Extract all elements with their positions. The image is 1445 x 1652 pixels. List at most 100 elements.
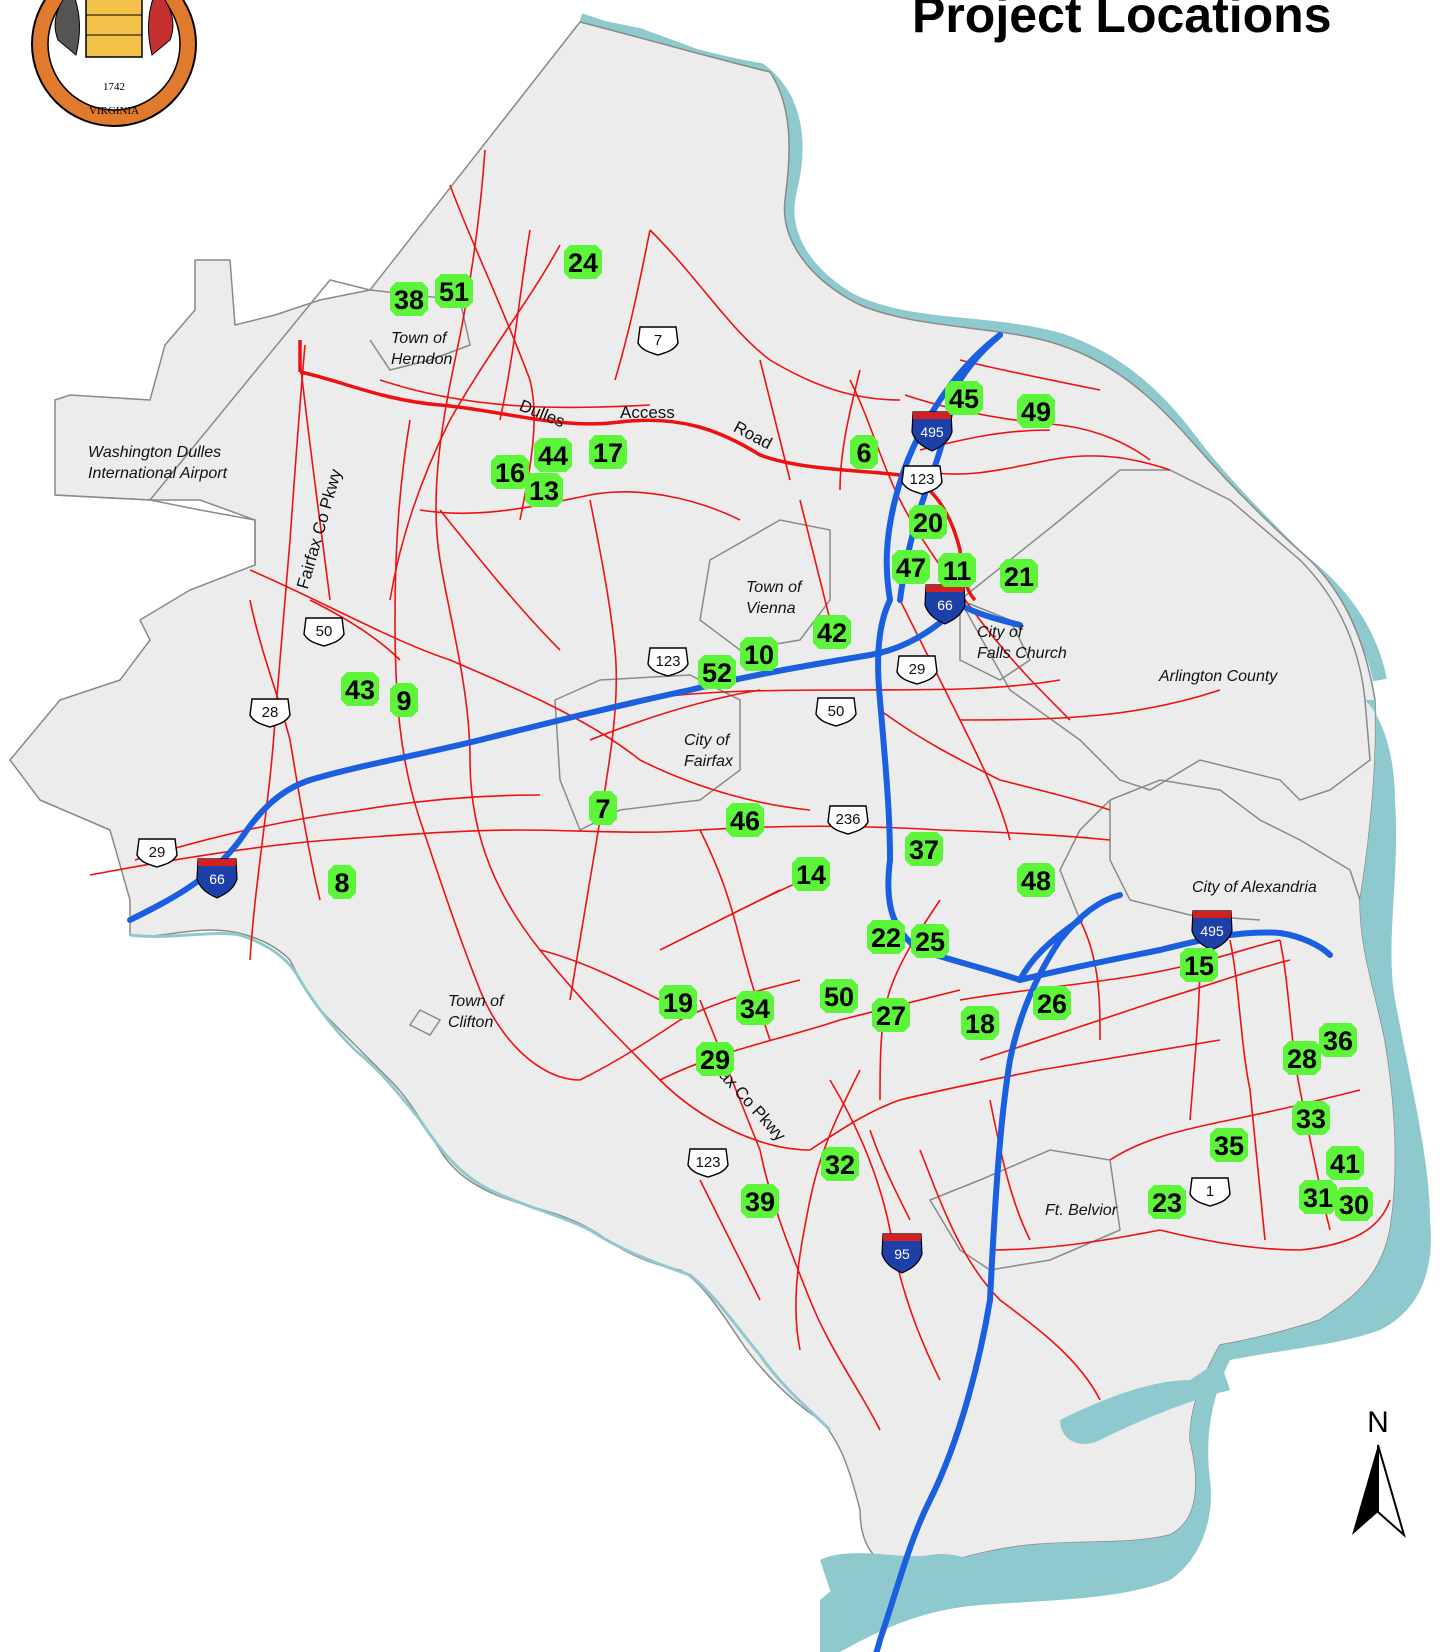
- us-route-shield: 236: [827, 805, 869, 835]
- project-marker: 51: [435, 274, 473, 308]
- us-route-number: 1: [1206, 1183, 1214, 1200]
- interstate-number: 66: [937, 597, 953, 613]
- project-number: 51: [439, 277, 469, 307]
- project-number: 6: [856, 438, 871, 468]
- us-route-shield: 28: [249, 698, 291, 728]
- project-marker: 19: [659, 985, 697, 1019]
- us-route-shield: 7: [637, 326, 679, 356]
- us-route-number: 123: [655, 653, 680, 670]
- interstate-number: 495: [1200, 923, 1224, 939]
- project-marker: 28: [1283, 1041, 1321, 1075]
- project-number: 15: [1184, 951, 1214, 981]
- project-number: 17: [593, 438, 623, 468]
- project-marker: 15: [1180, 948, 1218, 982]
- interstate-shield: 95: [881, 1233, 923, 1274]
- project-marker: 38: [390, 282, 428, 316]
- project-number: 32: [825, 1150, 855, 1180]
- place-label-arlington: Arlington County: [1158, 668, 1278, 685]
- project-number: 20: [913, 508, 943, 538]
- us-route-shield: 1: [1189, 1177, 1231, 1207]
- project-marker: 37: [905, 832, 943, 866]
- project-marker: 48: [1017, 863, 1055, 897]
- project-marker: 17: [589, 435, 627, 469]
- us-route-number: 123: [909, 471, 934, 488]
- project-marker: 20: [909, 505, 947, 539]
- project-marker: 26: [1033, 986, 1071, 1020]
- project-number: 52: [702, 658, 732, 688]
- project-marker: 34: [736, 991, 774, 1025]
- project-number: 16: [495, 458, 525, 488]
- project-number: 44: [538, 441, 568, 471]
- us-route-shield: 29: [896, 655, 938, 685]
- project-number: 7: [595, 794, 610, 824]
- interstate-number: 95: [894, 1246, 910, 1262]
- project-marker: 22: [867, 920, 905, 954]
- county-seal: 1742 VIRGINIA: [31, 0, 197, 127]
- north-label: N: [1367, 1406, 1389, 1439]
- project-number: 11: [943, 556, 972, 586]
- project-number: 38: [394, 285, 424, 315]
- jurisdiction-boundaries: [54, 279, 1121, 1271]
- place-label-clifton: Clifton: [448, 1014, 493, 1031]
- project-number: 10: [744, 640, 774, 670]
- project-marker: 29: [696, 1042, 734, 1076]
- project-marker: 52: [698, 655, 736, 689]
- us-route-shield: 123: [647, 647, 689, 677]
- project-marker: 39: [741, 1184, 779, 1218]
- project-marker: 43: [341, 672, 379, 706]
- place-label-clifton: Town of: [448, 993, 505, 1010]
- project-marker: 10: [740, 637, 778, 671]
- place-label-fairfax-city: Fairfax: [684, 753, 734, 770]
- map-title: Project Locations: [912, 0, 1332, 43]
- place-label-airport: Washington Dulles: [88, 444, 221, 461]
- road-label-access: Access: [620, 403, 675, 422]
- project-number: 42: [817, 618, 847, 648]
- us-route-shield: 50: [815, 697, 857, 727]
- project-number: 34: [740, 994, 770, 1024]
- project-number: 27: [876, 1001, 906, 1031]
- place-label-airport: International Airport: [88, 465, 228, 482]
- project-marker: 42: [813, 615, 851, 649]
- place-label-vienna: Town of: [746, 579, 803, 596]
- us-route-number: 50: [828, 703, 845, 720]
- dulles-access-road: [299, 370, 977, 602]
- us-route-shield: 123: [687, 1148, 729, 1178]
- project-marker: 25: [911, 924, 949, 958]
- project-number: 46: [730, 806, 760, 836]
- project-number: 37: [909, 835, 939, 865]
- north-arrow-left: [1352, 1445, 1378, 1535]
- place-label-vienna: Vienna: [746, 600, 796, 617]
- project-marker: 21: [1000, 559, 1038, 593]
- project-number: 21: [1004, 562, 1034, 592]
- project-number: 19: [663, 988, 693, 1018]
- seal-year: 1742: [103, 81, 125, 93]
- us-route-number: 50: [316, 623, 333, 640]
- project-marker: 46: [726, 803, 764, 837]
- potomac-river-north-island: [590, 18, 740, 60]
- occoquan-river: [129, 932, 832, 1432]
- project-number: 29: [700, 1045, 730, 1075]
- project-number: 30: [1339, 1190, 1369, 1220]
- project-number: 25: [915, 927, 945, 957]
- project-marker: 16: [491, 455, 529, 489]
- project-marker: 13: [525, 473, 563, 507]
- us-route-number: 236: [835, 811, 860, 828]
- project-marker: 36: [1319, 1023, 1357, 1057]
- us-route-number: 123: [695, 1154, 720, 1171]
- place-label-fairfax-city: City of: [684, 732, 731, 749]
- project-number: 22: [871, 923, 901, 953]
- project-marker: 9: [390, 683, 418, 717]
- project-marker: 7: [589, 791, 617, 825]
- place-label-belvoir: Ft. Belvior: [1045, 1202, 1118, 1219]
- place-label-herndon: Herndon: [391, 351, 452, 368]
- project-number: 50: [824, 982, 854, 1012]
- potomac-inlet-2: [820, 1553, 1010, 1620]
- project-number: 41: [1330, 1149, 1360, 1179]
- us-shields: 7 123 50 28 123 29 50 236 29 123 1: [136, 326, 1231, 1207]
- interstate-number: 495: [920, 424, 944, 440]
- north-arrow-right: [1377, 1444, 1406, 1539]
- project-number: 28: [1287, 1044, 1317, 1074]
